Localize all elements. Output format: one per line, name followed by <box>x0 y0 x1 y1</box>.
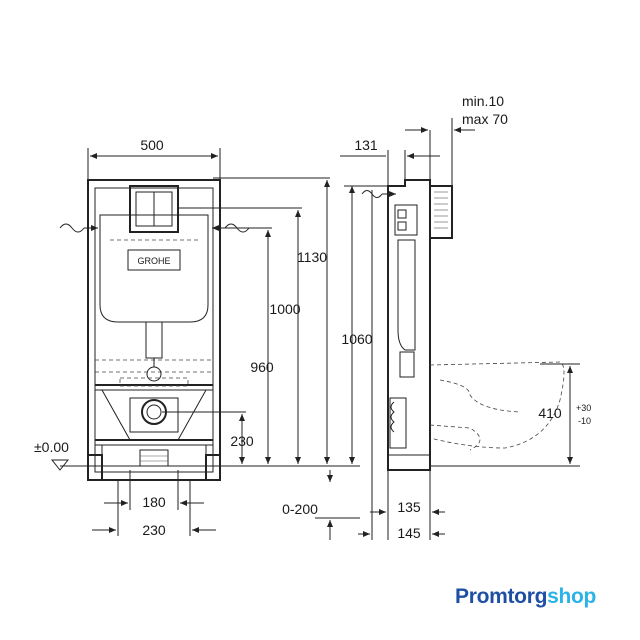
dim-max-label: max 70 <box>462 111 508 127</box>
dim-width-180: 180 <box>104 494 204 510</box>
dim-230-height-label: 230 <box>230 433 254 449</box>
cistern-brand-plate: GROHE <box>137 256 170 266</box>
dim-1060-label: 1060 <box>341 331 372 347</box>
dim-min-label: min.10 <box>462 93 504 109</box>
dim-height-410: 410 +30 -10 <box>430 363 591 467</box>
brand-logo[interactable]: Promtorgshop <box>455 585 596 609</box>
dim-height-230: 230 <box>230 414 254 464</box>
dim-depth-135: 135 <box>370 499 445 515</box>
dim-depth-145: 145 <box>358 525 445 541</box>
dim-230-width-label: 230 <box>142 522 166 538</box>
dim-960-label: 960 <box>250 359 274 375</box>
side-frame <box>387 179 431 471</box>
dim-depth-131: 131 <box>340 137 440 186</box>
dim-height-1130: 1130 <box>297 180 330 464</box>
brand-logo-part1: Promtorg <box>455 585 548 608</box>
dim-180-label: 180 <box>142 494 166 510</box>
front-view: GROHE <box>34 137 360 540</box>
side-flush-plate <box>429 185 453 239</box>
dim-410-label: 410 <box>538 405 562 421</box>
water-inlet-side-icon <box>361 190 396 198</box>
brand-logo-part2: shop <box>547 585 597 608</box>
datum-label: ±0.00 <box>34 439 69 455</box>
dim-500-label: 500 <box>140 137 164 153</box>
dim-410-tol-plus: +30 <box>576 403 591 413</box>
dim-height-1060: 1060 <box>341 185 388 464</box>
dim-width-230: 230 <box>92 522 216 538</box>
datum-marker: ±0.00 <box>34 439 69 471</box>
dim-height-960: 960 <box>250 230 274 464</box>
drain-outlet <box>119 377 189 467</box>
dim-1130-label: 1130 <box>297 249 327 265</box>
dim-135-label: 135 <box>397 499 421 515</box>
cistern: GROHE <box>99 214 209 382</box>
dim-1000-label: 1000 <box>269 301 300 317</box>
side-view: 131 min.10 max 70 1060 410 +30 -10 <box>340 93 591 541</box>
dim-410-tol-minus: -10 <box>578 416 591 426</box>
dim-131-label: 131 <box>354 137 378 153</box>
toilet-bowl-outline <box>429 361 565 451</box>
water-inlet-left-icon <box>59 223 98 233</box>
dim-range-0-200: 0-200 <box>282 470 360 540</box>
dim-0-200-label: 0-200 <box>282 501 318 517</box>
dim-min-max: min.10 max 70 <box>405 93 508 186</box>
dim-height-1000: 1000 <box>269 210 301 464</box>
flush-plate <box>129 185 179 233</box>
dim-width-500: 500 <box>87 137 221 182</box>
dim-145-label: 145 <box>397 525 421 541</box>
